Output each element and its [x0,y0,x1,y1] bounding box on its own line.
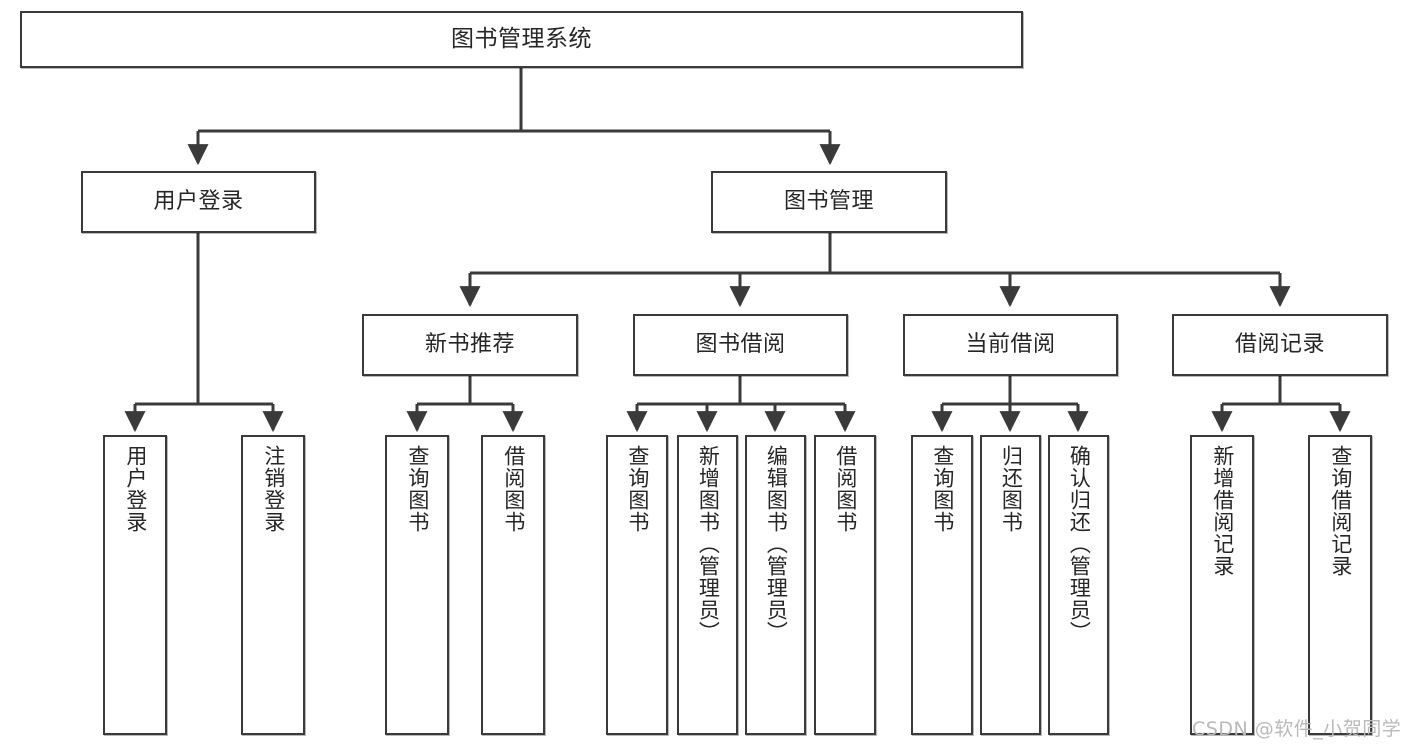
leaf-borrow-borrow-book[interactable]: 借阅图书 [814,435,876,735]
leaf-current-return-book[interactable]: 归还图书 [980,435,1041,735]
leaf-user-login-sign-out[interactable]: 注销登录 [241,435,305,735]
leaf-recommend-query-book[interactable]: 查询图书 [385,435,449,735]
node-label: 图书借阅 [695,332,786,358]
leaf-borrow-add-book-admin[interactable]: 新增图书（管理员） [677,435,738,735]
leaf-current-query-book[interactable]: 查询图书 [911,435,973,735]
leaf-records-query-record[interactable]: 查询借阅记录 [1308,435,1372,735]
node-label: 查询图书 [625,445,650,533]
leaf-current-confirm-return-admin[interactable]: 确认归还（管理员） [1048,435,1109,735]
node-label: 归还图书 [999,445,1024,533]
leaf-borrow-query-book[interactable]: 查询图书 [606,435,668,735]
node-label: 借阅图书 [833,445,858,533]
watermark-text: CSDN @软件_小贺同学 [1192,718,1402,740]
node-label: 查询图书 [405,445,430,533]
node-label: 图书管理 [783,189,874,215]
node-user-login[interactable]: 用户登录 [81,171,316,233]
node-label: 图书管理系统 [451,25,592,52]
node-current-borrowing[interactable]: 当前借阅 [903,314,1118,376]
node-new-book-recommendation[interactable]: 新书推荐 [362,314,578,376]
node-label: 用户登录 [153,189,244,215]
leaf-records-add-record[interactable]: 新增借阅记录 [1190,435,1254,735]
node-label: 新增借阅记录 [1210,445,1235,577]
node-borrowing-records[interactable]: 借阅记录 [1172,314,1388,376]
node-label: 确认归还（管理员） [1067,445,1092,643]
node-label: 查询图书 [930,445,955,533]
node-label: 借阅图书 [501,445,526,533]
node-label: 新增图书（管理员） [696,445,721,643]
node-label: 新书推荐 [424,332,515,358]
node-label: 当前借阅 [965,332,1056,358]
leaf-borrow-edit-book-admin[interactable]: 编辑图书（管理员） [745,435,806,735]
node-book-management[interactable]: 图书管理 [711,171,947,233]
node-label: 注销登录 [261,445,286,533]
node-book-borrowing[interactable]: 图书借阅 [633,314,848,376]
node-label: 借阅记录 [1234,332,1325,358]
node-book-management-system[interactable]: 图书管理系统 [20,11,1023,68]
node-label: 用户登录 [123,445,148,533]
node-label: 查询借阅记录 [1328,445,1353,577]
node-label: 编辑图书（管理员） [764,445,789,643]
leaf-user-login-sign-in[interactable]: 用户登录 [103,435,167,735]
leaf-recommend-borrow-book[interactable]: 借阅图书 [481,435,545,735]
